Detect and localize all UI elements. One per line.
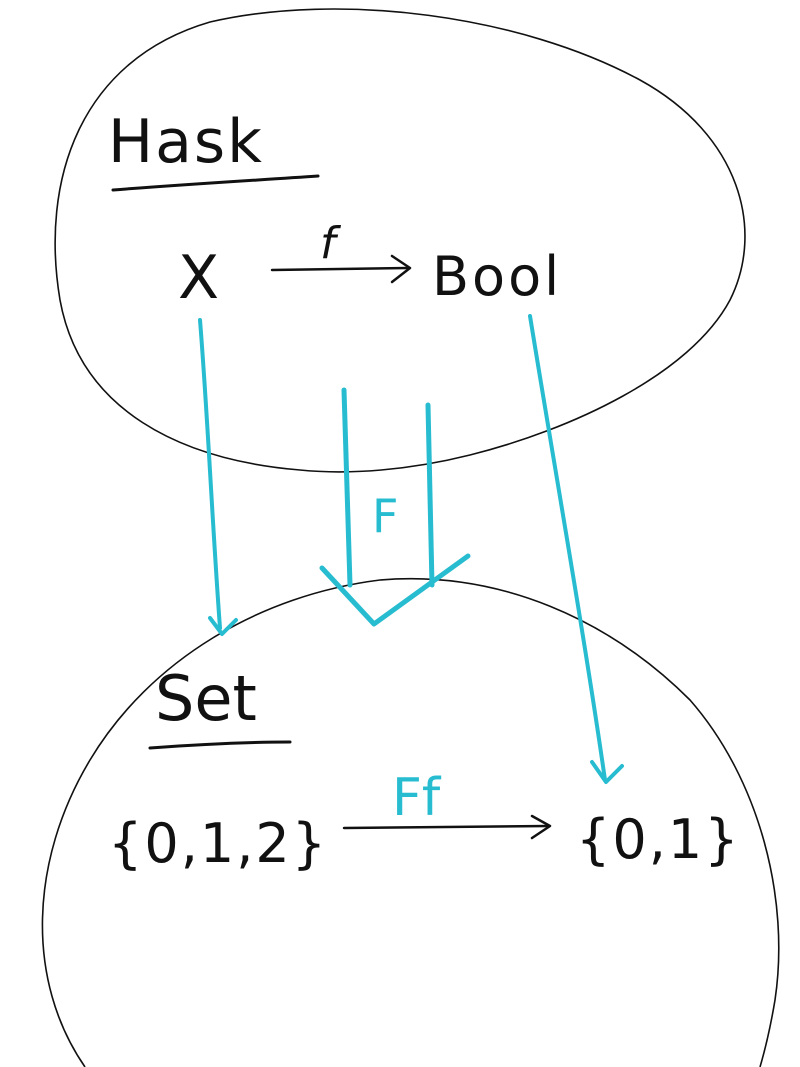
functor-map-arrow-bool xyxy=(528,314,607,782)
object-bool: Bool xyxy=(432,245,562,308)
hask-category-boundary xyxy=(54,8,746,473)
morphism-ff-arrow xyxy=(342,824,550,830)
morphism-f-label: f xyxy=(320,218,342,269)
functor-double-arrowhead xyxy=(319,553,471,627)
functor-map-arrow-x xyxy=(198,318,222,630)
morphism-ff-label: Ff xyxy=(392,768,442,828)
object-set-target: {0,1} xyxy=(576,808,741,871)
functor-map-arrowhead-bool xyxy=(590,760,624,784)
object-x: X xyxy=(178,243,219,313)
functor-map-arrowhead-x xyxy=(208,616,238,636)
morphism-f-arrow xyxy=(270,266,410,272)
functor-double-arrow-right-shaft xyxy=(425,402,435,588)
set-label: Set xyxy=(155,662,257,735)
object-set-source: {0,1,2} xyxy=(108,812,328,875)
morphism-ff-arrowhead xyxy=(530,814,552,840)
hask-label: Hask xyxy=(108,107,264,177)
morphism-f-arrowhead xyxy=(390,254,412,284)
functor-double-arrow-left-shaft xyxy=(341,387,353,588)
set-category-boundary xyxy=(41,578,780,1067)
set-underline xyxy=(148,740,292,750)
hask-underline xyxy=(111,174,320,192)
functor-label: F xyxy=(372,489,398,543)
